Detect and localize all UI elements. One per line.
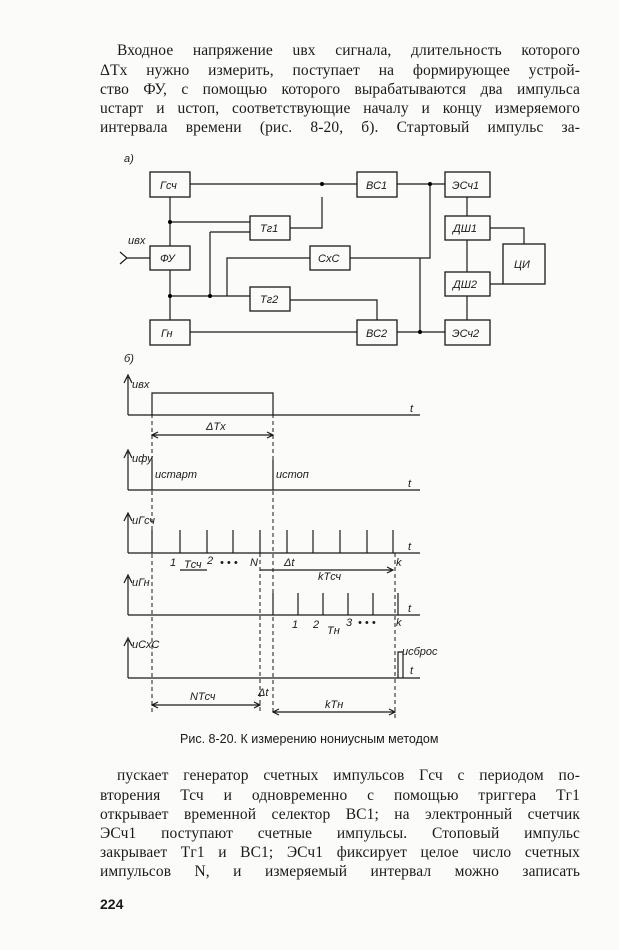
block-ci: ЦИ: [514, 259, 530, 271]
block-fu: ФУ: [160, 253, 176, 265]
text-line: интервала времени (рис. 8-20, б). Старто…: [100, 119, 580, 136]
usbros-label: uсброс: [402, 646, 438, 658]
ellipsis: • • •: [358, 617, 376, 629]
pulse-label: 1: [170, 557, 176, 569]
pulse-label: 1: [292, 619, 298, 631]
text-line: ЭСч1 поступают счетные импульсы. Стоповы…: [100, 825, 580, 842]
pulse-label: 3: [346, 617, 353, 629]
t-axis: t: [410, 665, 414, 677]
axis: [123, 636, 420, 679]
ntsch-label: NTсч: [190, 691, 216, 703]
delta-t-label: Δt: [283, 557, 295, 569]
block-esch2: ЭСч2: [452, 328, 479, 340]
pulse-label: 2: [312, 619, 319, 631]
dashed-markers: [151, 393, 396, 718]
text-line: вторения Тсч и одновременно с помощью тр…: [100, 787, 580, 804]
t-axis: t: [410, 403, 414, 415]
text-line: открывает временной селектор ВС1; на эле…: [100, 806, 580, 823]
figure-caption: Рис. 8-20. К измерению нониусным методом: [180, 732, 439, 746]
row-label: uСхС: [132, 639, 160, 651]
ellipsis: • • •: [220, 557, 238, 569]
axis: [123, 373, 420, 416]
period-label: Tсч: [184, 559, 202, 571]
block-esch1: ЭСч1: [452, 180, 479, 192]
block-dsh2: ДШ2: [451, 279, 477, 291]
text-line: Входное напряжение uвх сигнала, длительн…: [117, 42, 580, 59]
delta-tx-arrow: [150, 431, 275, 439]
row-label: uГн: [132, 577, 150, 589]
text-line: закрывает Тг1 и ВС1; ЭСч1 фиксирует цело…: [100, 844, 580, 861]
block-diagram: Гсч ВС1 ЭСч1 Тг1 ФУ СхС ДШ1 ЦИ ДШ2 Тг2 Г…: [119, 171, 546, 346]
page-number: 224: [100, 896, 124, 912]
block-tg2: Тг2: [260, 294, 278, 306]
pulse-label: k: [396, 617, 402, 629]
text-line: ство ФУ, с помощью которого вырабатывают…: [100, 81, 580, 98]
ktsch-label: kTсч: [318, 571, 341, 583]
gsch-arrows: [180, 566, 395, 574]
text-line: пускает генератор счетных импульсов Гсч …: [117, 767, 580, 784]
delta-tx-label: ΔTx: [205, 421, 226, 433]
input-label: uвх: [128, 235, 146, 247]
ustart-label: uстарт: [155, 469, 197, 481]
t-axis: t: [408, 541, 412, 553]
text-line: ΔTx нужно измерить, поступает на формиру…: [100, 62, 580, 79]
ktn-label: kTн: [325, 699, 343, 711]
pulse-label: N: [250, 557, 258, 569]
row-label: uГсч: [132, 515, 155, 527]
block-gsch: Гсч: [160, 180, 177, 192]
block-dsh1: ДШ1: [451, 223, 477, 235]
block-vs1: ВС1: [366, 180, 387, 192]
t-axis: t: [408, 478, 412, 490]
text-line: uстарт и uстоп, соответствующие началу и…: [100, 100, 580, 117]
axis: [123, 448, 420, 491]
input-pulse: [151, 392, 274, 415]
ustop-label: uстоп: [276, 469, 309, 481]
block-sxs: СхС: [318, 253, 339, 265]
pulse-label: k: [396, 557, 402, 569]
axis: [123, 573, 420, 616]
row-label: uвх: [132, 379, 150, 391]
row-label: uфу: [132, 453, 154, 465]
t-axis: t: [408, 603, 412, 615]
gn-pulses: [272, 593, 399, 615]
period-label: Tн: [327, 625, 340, 637]
delta-t-label: Δt: [257, 687, 269, 699]
block-vs2: ВС2: [366, 328, 387, 340]
timing-diagrams: [123, 373, 420, 718]
pulse-label: 2: [206, 555, 213, 567]
text-line: импульсов N, и измеряемый интервал можно…: [100, 863, 580, 880]
block-gn: Гн: [161, 328, 173, 340]
reset-pulse: [397, 651, 404, 678]
part-a-label: а): [124, 153, 134, 165]
bottom-arrows: [150, 701, 397, 716]
block-tg1: Тг1: [260, 223, 278, 235]
part-b-label: б): [124, 353, 134, 365]
axis: [123, 511, 420, 554]
